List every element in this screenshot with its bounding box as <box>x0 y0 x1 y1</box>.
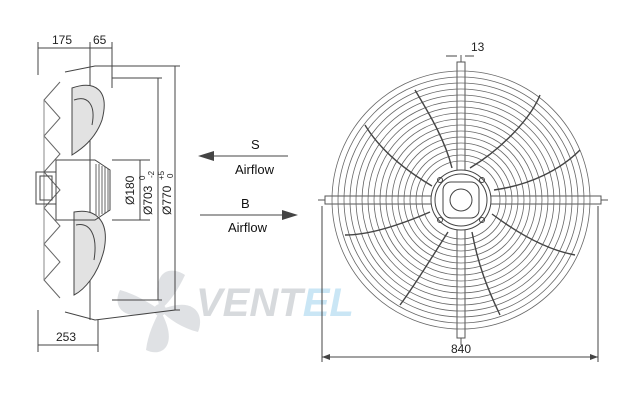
motor-cap <box>35 171 57 205</box>
dim-253: 253 <box>56 330 76 344</box>
airflow-s-text: Airflow <box>235 162 275 177</box>
airflow-s <box>198 151 288 161</box>
hub-outer <box>430 169 492 231</box>
front-view <box>318 55 608 362</box>
airflow-s-label: S <box>251 137 260 152</box>
airflow-b-text: Airflow <box>228 220 268 235</box>
watermark-text-dark: VENT <box>196 281 306 325</box>
dim-175: 175 <box>52 33 72 47</box>
dim-703-tol-top: 0 <box>138 175 147 180</box>
watermark-text: VENTEL <box>196 281 354 325</box>
blades-front <box>344 89 581 316</box>
blade-side-1 <box>71 84 105 156</box>
arrow-left-icon <box>198 151 214 161</box>
dim-180: Ø180 <box>123 175 137 205</box>
dim-840: 840 <box>451 342 471 356</box>
hub-plate <box>442 181 480 219</box>
arrow-right-icon <box>282 210 298 220</box>
dim-770-tol-top: +5 <box>157 170 166 180</box>
dim-770-tol-bot: 0 <box>166 173 175 178</box>
blade-side-2 <box>73 210 106 296</box>
dim-770: Ø770 <box>160 185 174 215</box>
ventel-watermark: VENTEL <box>117 270 354 353</box>
hub-center <box>449 188 473 212</box>
airflow-b-label: B <box>241 196 250 211</box>
airflow-b <box>200 210 298 220</box>
side-view <box>35 42 180 352</box>
motor-body <box>55 159 111 221</box>
guard-front <box>331 70 591 330</box>
dim-65: 65 <box>93 33 107 47</box>
dim-703: Ø703 <box>141 185 155 215</box>
dim-13: 13 <box>471 40 485 54</box>
dim-703-tol-bot: -2 <box>147 170 156 178</box>
guard-side <box>43 81 61 299</box>
watermark-fan-icon <box>117 270 201 353</box>
watermark-text-accent: EL <box>303 281 354 325</box>
